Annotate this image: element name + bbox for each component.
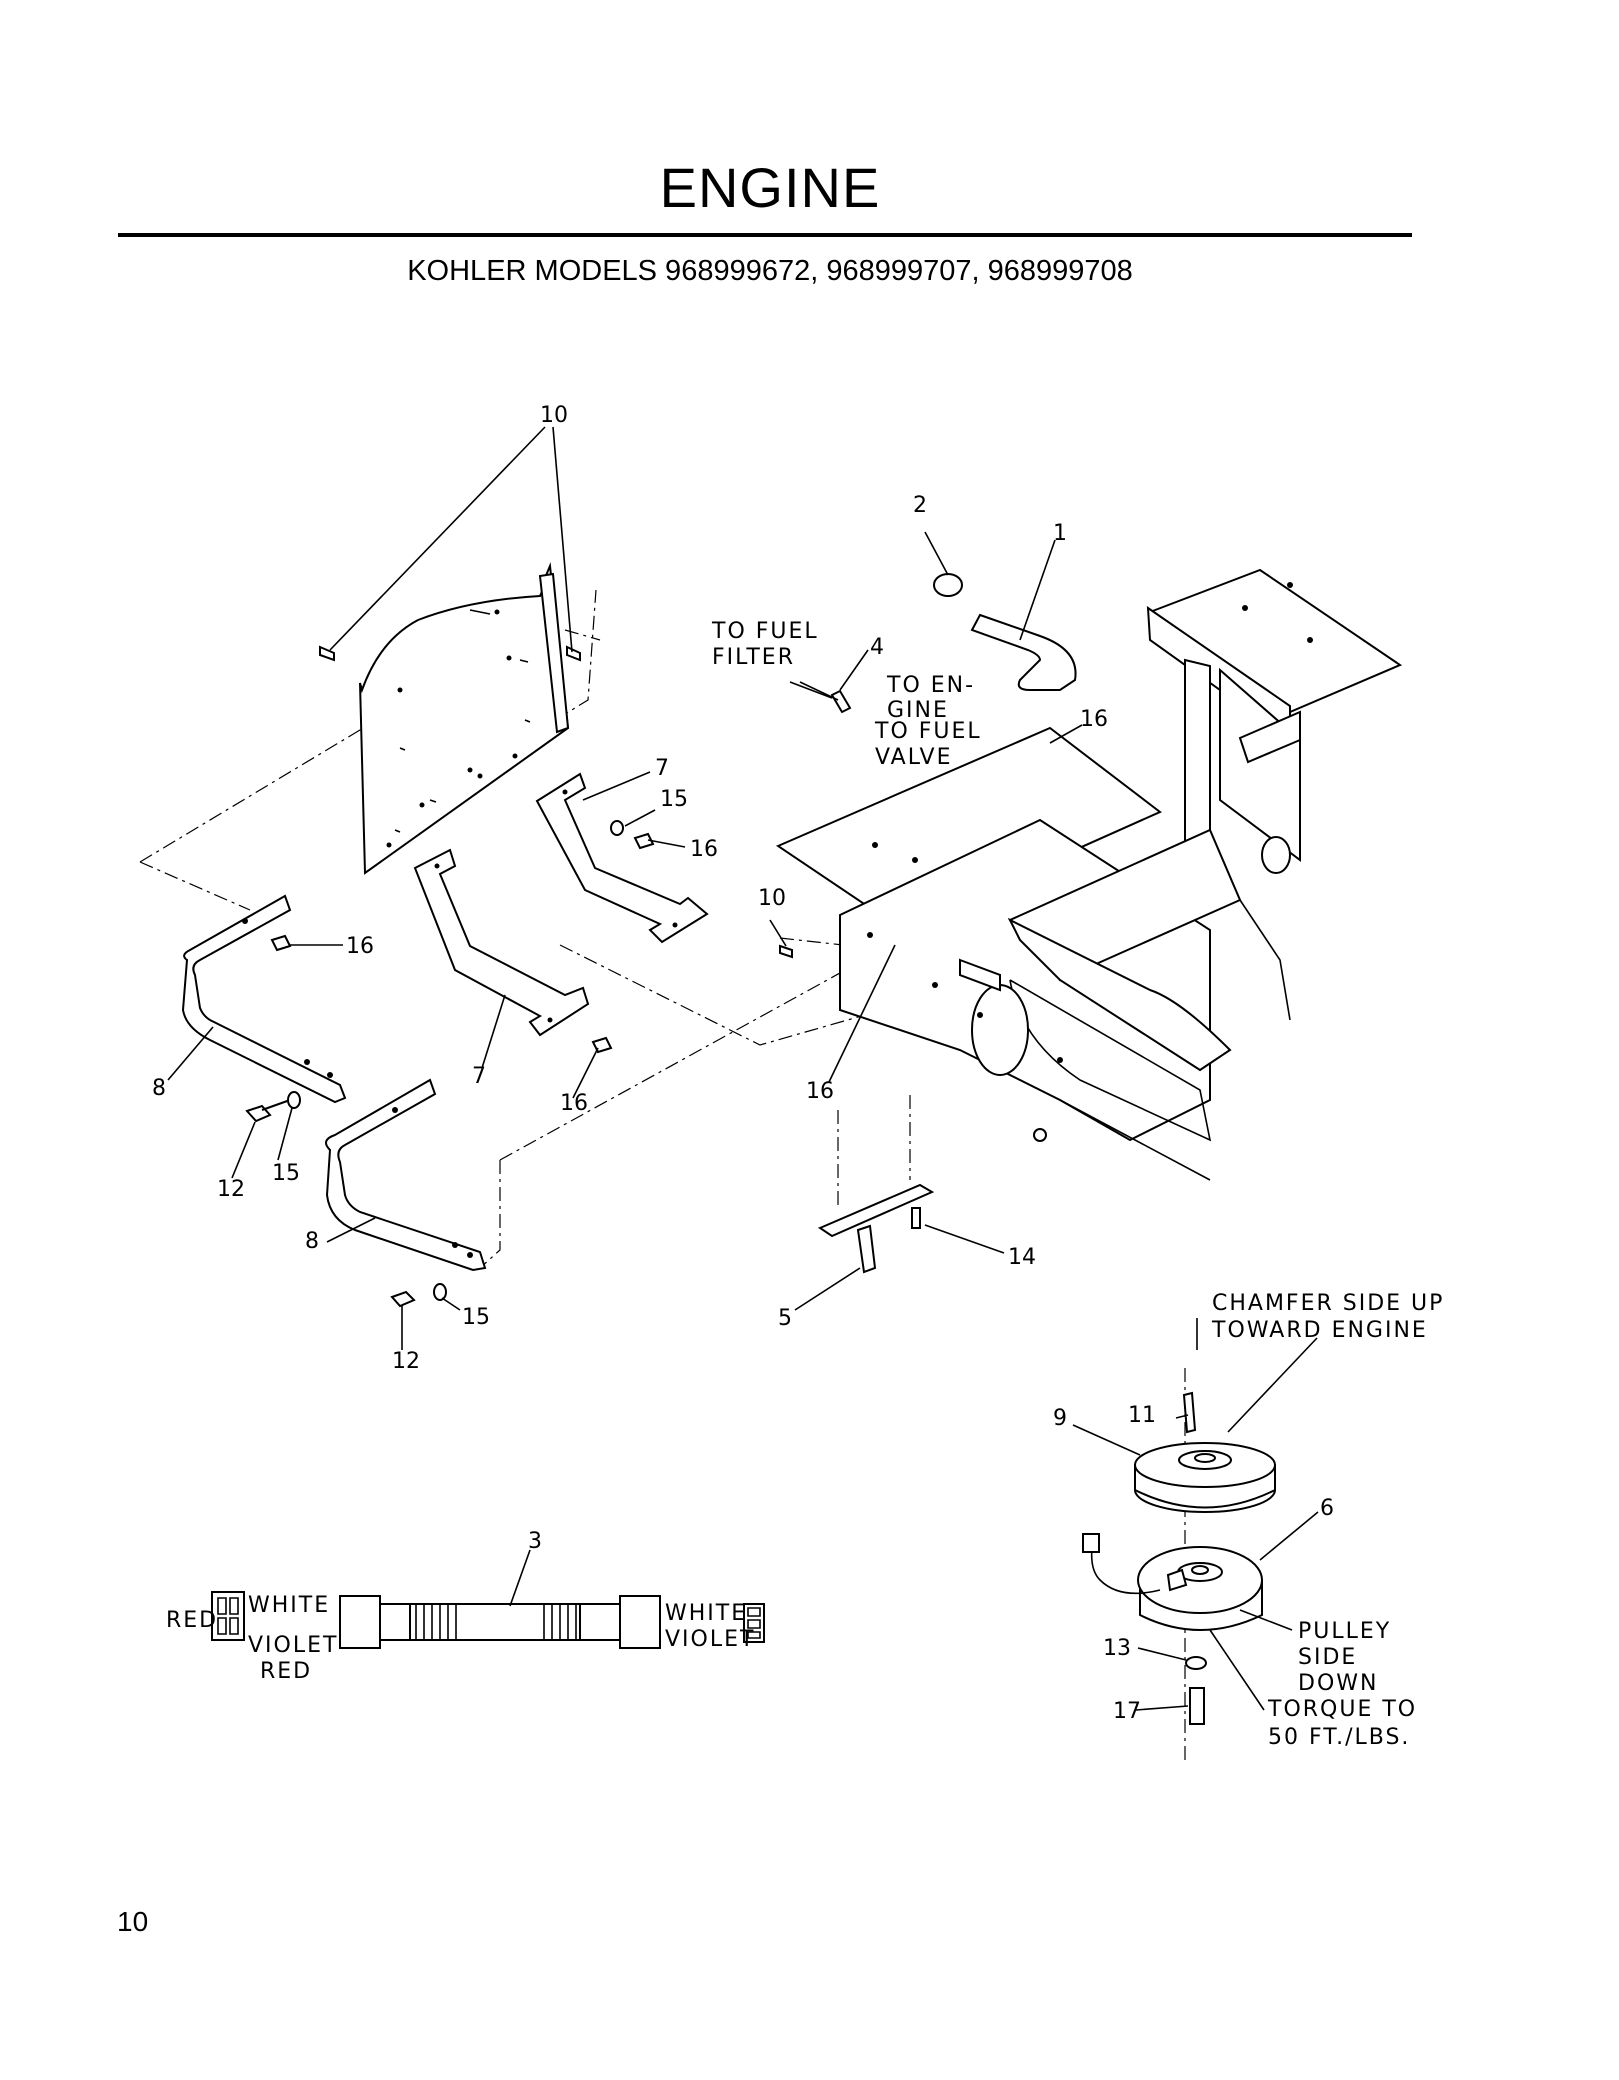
heat-shield-plate <box>359 562 570 875</box>
note-pulley-3: DOWN <box>1298 1671 1378 1696</box>
key-11 <box>1182 1391 1197 1434</box>
bolt-12-lower <box>390 1290 416 1308</box>
callout-5: 5 <box>778 1306 792 1331</box>
bolt-17 <box>1189 1687 1205 1725</box>
callout-15-upper: 15 <box>272 1161 300 1186</box>
harness-label-red-below: RED <box>260 1659 312 1684</box>
callout-12-lower: 12 <box>392 1349 420 1374</box>
page-number: 10 <box>117 1906 149 1937</box>
callout-17: 17 <box>1113 1699 1141 1724</box>
pulley-9 <box>1134 1442 1276 1513</box>
bolt-10-right <box>566 645 581 662</box>
callout-16-frame: 16 <box>806 1079 834 1104</box>
note-torque-2: 50 FT./LBS. <box>1268 1725 1410 1750</box>
bracket-7-lower <box>413 848 590 1037</box>
bolt-10-mid <box>779 944 793 959</box>
screw-14 <box>911 1207 921 1229</box>
nut-16-c <box>633 832 655 850</box>
leader-lines <box>167 426 1319 1711</box>
fuel-hose-1 <box>970 613 1077 691</box>
callout-3: 3 <box>528 1529 542 1554</box>
notes: TO FUEL FILTER TO EN- GINE TO FUEL VALVE… <box>711 619 1444 1750</box>
callout-16-top: 16 <box>1080 707 1108 732</box>
callout-15-mid: 15 <box>660 787 688 812</box>
note-to-fuel-valve-1: TO FUEL <box>874 719 982 744</box>
nut-16-b <box>591 1036 613 1054</box>
callout-11: 11 <box>1128 1403 1156 1428</box>
harness-labels: RED WHITE VIOLET RED WHITE VIOLET <box>166 1593 755 1684</box>
callout-12-upper: 12 <box>217 1177 245 1202</box>
callout-10-mid: 10 <box>758 886 786 911</box>
callout-2: 2 <box>913 493 927 518</box>
callout-15-lower: 15 <box>462 1305 490 1330</box>
callout-16-lower: 16 <box>560 1091 588 1116</box>
electric-clutch-6 <box>1082 1533 1263 1631</box>
note-chamfer-1: CHAMFER SIDE UP <box>1212 1291 1444 1316</box>
callout-4: 4 <box>870 635 884 660</box>
page-title: ENGINE <box>659 156 881 219</box>
harness-label-red-left: RED <box>166 1608 218 1633</box>
callout-10-top: 10 <box>540 403 568 428</box>
wire-harness-3 <box>211 1591 765 1649</box>
hose-clamp-2 <box>933 573 963 597</box>
harness-label-white-left: WHITE <box>248 1593 330 1618</box>
harness-label-violet-right: VIOLET <box>665 1627 755 1652</box>
note-to-engine-1: TO EN- <box>886 673 975 698</box>
callout-7-upper: 7 <box>655 756 669 781</box>
note-torque-1: TORQUE TO <box>1267 1697 1417 1722</box>
note-to-fuel-filter-2: FILTER <box>712 645 795 670</box>
note-to-fuel-valve-2: VALVE <box>875 745 952 770</box>
fuel-fitting-4 <box>799 681 852 714</box>
callout-14: 14 <box>1008 1245 1036 1270</box>
note-pulley-2: SIDE <box>1298 1645 1357 1670</box>
washer-15-mid <box>610 820 624 836</box>
washer-15-upper <box>287 1091 301 1109</box>
nut-16-a <box>270 934 292 952</box>
callout-9: 9 <box>1053 1406 1067 1431</box>
washer-15-lower <box>433 1283 447 1301</box>
washer-13 <box>1185 1656 1207 1670</box>
mount-bracket-5 <box>817 1183 935 1274</box>
callout-16-mid: 16 <box>690 837 718 862</box>
note-pulley-1: PULLEY <box>1298 1619 1391 1644</box>
callout-8-lower: 8 <box>305 1229 319 1254</box>
note-chamfer-2: TOWARD ENGINE <box>1211 1318 1428 1343</box>
callout-16-left: 16 <box>346 934 374 959</box>
callout-7-lower: 7 <box>472 1064 486 1089</box>
support-8-upper <box>181 894 347 1104</box>
page-subtitle: KOHLER MODELS 968999672, 968999707, 9689… <box>407 255 1133 287</box>
harness-label-violet-left: VIOLET <box>248 1633 338 1658</box>
bolt-12-upper <box>245 1099 291 1123</box>
note-to-engine-2: GINE <box>887 698 949 723</box>
note-to-fuel-filter-1: TO FUEL <box>711 619 819 644</box>
title-rule <box>118 233 1412 237</box>
callout-1: 1 <box>1053 521 1067 546</box>
callout-13: 13 <box>1103 1636 1131 1661</box>
bracket-7-upper <box>535 772 709 944</box>
harness-label-white-right: WHITE <box>665 1601 747 1626</box>
callouts: 10 2 1 4 16 7 15 16 16 10 7 16 16 8 12 1… <box>152 403 1334 1724</box>
support-8-lower <box>325 1078 487 1272</box>
callout-6: 6 <box>1320 1496 1334 1521</box>
bolt-10-left <box>319 645 335 662</box>
engine-frame <box>775 568 1403 1181</box>
callout-8-upper: 8 <box>152 1076 166 1101</box>
